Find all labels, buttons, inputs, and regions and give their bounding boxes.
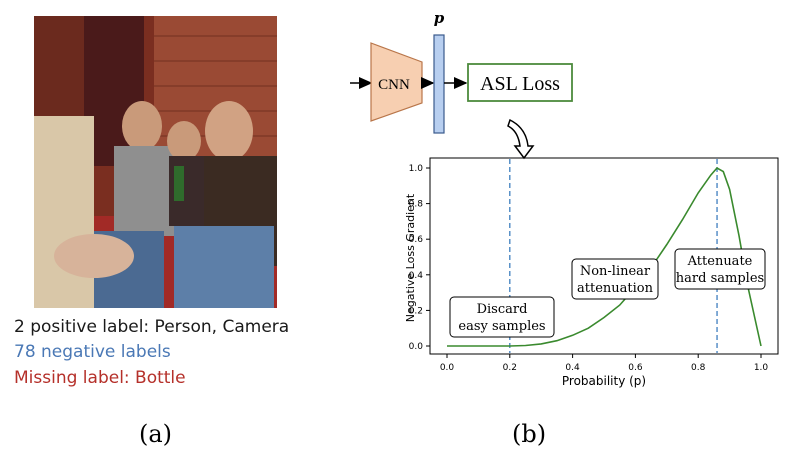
y-tick-label: 1.0 <box>409 164 424 174</box>
discard-annotation-box <box>449 296 555 338</box>
caption-b: (b) <box>512 420 547 448</box>
x-tick-label: 0.2 <box>503 363 517 373</box>
caption-a: (a) <box>139 420 173 448</box>
x-tick-label: 0.0 <box>440 363 455 373</box>
p-label: p <box>434 9 445 27</box>
nonlinear-annotation-text: attenuation <box>577 281 654 296</box>
cnn-label: CNN <box>378 77 410 93</box>
y-tick-label: 0.8 <box>409 200 424 210</box>
missing-label-text: Missing label: Bottle <box>14 368 186 388</box>
asl-loss-box <box>467 63 573 102</box>
x-tick-label: 0.8 <box>691 363 706 373</box>
plot-frame <box>429 157 779 355</box>
y-tick-label: 0.0 <box>409 342 424 352</box>
attenuate-annotation-text: Attenuate <box>687 254 753 269</box>
nonlinear-annotation-box <box>571 258 659 300</box>
x-tick-label: 1.0 <box>754 363 769 373</box>
nonlinear-annotation-text: Non-linear <box>580 264 651 279</box>
gradient-chart: 0.0 0.2 0.4 0.6 0.8 1.0 0.0 0.2 0.4 0.6 0.8 1.0Prob… <box>404 157 779 388</box>
cnn-block <box>370 42 423 122</box>
positive-labels-text: 2 positive label: Person, Camera <box>14 317 290 337</box>
discard-annotation-text: easy samples <box>458 319 545 334</box>
asl-loss-label: ASL Loss <box>480 73 560 95</box>
y-tick-label: 0.4 <box>409 271 424 281</box>
sample-photo <box>34 16 277 308</box>
y-tick-label: 0.6 <box>409 235 424 245</box>
discard-annotation-text: Discard <box>477 302 528 317</box>
x-tick-label: 0.4 <box>565 363 580 373</box>
negative-labels-text: 78 negative labels <box>14 342 171 362</box>
y-tick-label: 0.2 <box>409 306 423 316</box>
curved-down-arrow <box>507 118 535 160</box>
x-axis-label: Probability (p) <box>562 374 646 388</box>
x-tick-label: 0.6 <box>628 363 643 373</box>
y-axis-label: Negative Loss Gradient <box>404 193 417 322</box>
p-vector <box>433 34 445 134</box>
attenuate-annotation-box <box>674 248 766 290</box>
attenuate-annotation-text: hard samples <box>676 271 764 286</box>
